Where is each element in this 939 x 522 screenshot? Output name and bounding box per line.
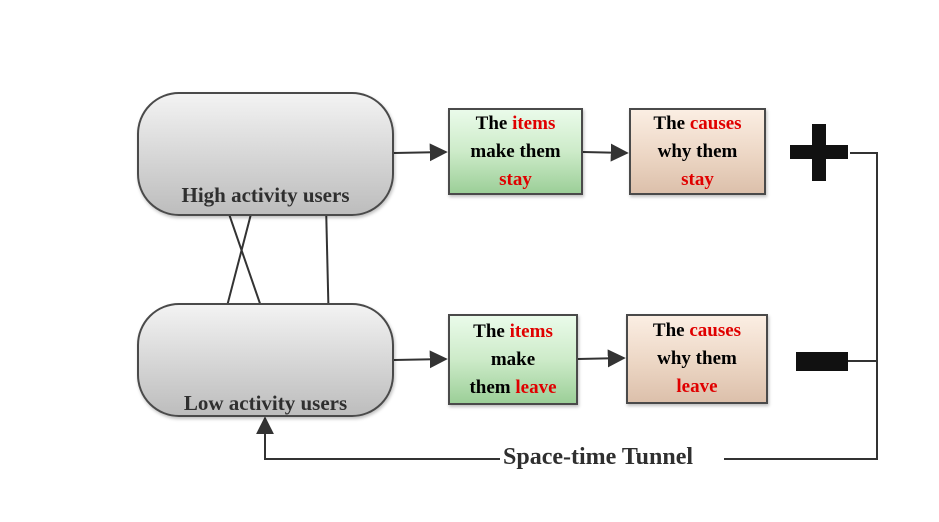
items-leave-box: The items make them leave: [448, 314, 578, 405]
items-stay-box: The items make them stay: [448, 108, 583, 195]
causes-stay-box: The causes why them stay: [629, 108, 766, 195]
minus-sign: [796, 352, 848, 371]
connector-plus-to-tunnel: [724, 152, 878, 460]
arrow-items-to-causes-stay: [582, 143, 629, 162]
high-activity-label: High activity users: [181, 183, 350, 207]
arrow-low-to-items: [393, 350, 448, 369]
low-activity-label: Low activity users: [183, 391, 348, 415]
causes-stay-text: The causes why them stay: [653, 112, 742, 190]
arrow-high-to-items: [393, 143, 448, 162]
high-activity-group: [137, 92, 394, 216]
arrow-tunnel-to-low: [256, 416, 500, 460]
plus-sign-bar-vertical: [812, 124, 826, 181]
causes-leave-box: The causes why them leave: [626, 314, 768, 404]
arrow-items-to-causes-leave: [577, 349, 626, 368]
low-activity-group: [137, 303, 394, 417]
items-stay-text: The items make them stay: [470, 112, 561, 190]
causes-leave-text: The causes why them leave: [652, 320, 742, 397]
space-time-tunnel-label: Space-time Tunnel: [501, 444, 696, 471]
items-leave-text: The items make them leave: [469, 320, 557, 398]
